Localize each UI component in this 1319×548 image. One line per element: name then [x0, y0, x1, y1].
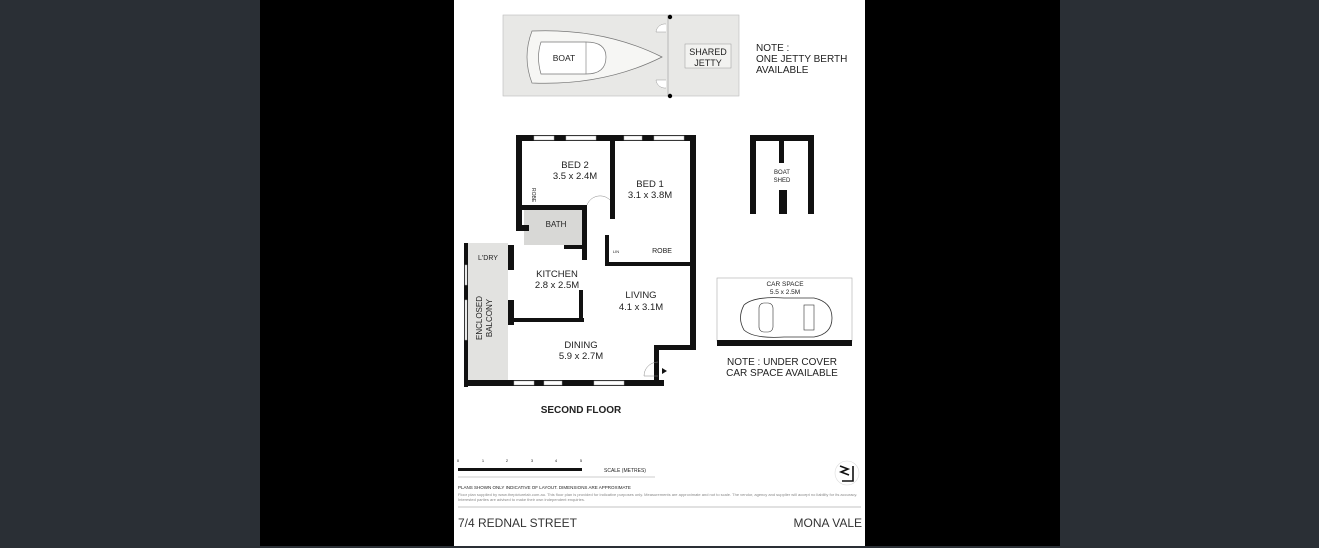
car-space: CAR SPACE 5.5 x 2.5M: [716, 277, 853, 346]
linen-label: LIN: [613, 249, 619, 254]
kitchen-label: KITCHEN: [536, 269, 578, 280]
living-size: 4.1 x 3.1M: [619, 302, 663, 313]
address: 7/4 REDNAL STREET: [458, 516, 577, 530]
disclaimer-title: PLANS SHOWN ONLY INDICATIVE OF LAYOUT. D…: [458, 485, 631, 490]
floor-label: SECOND FLOOR: [541, 405, 622, 416]
dining-size: 5.9 x 2.7M: [559, 351, 603, 362]
scale-tick: 0: [457, 458, 460, 463]
scale-tick: 4: [555, 458, 558, 463]
bed2-label: BED 2: [561, 160, 588, 171]
scale-tick: 5: [580, 458, 583, 463]
jetty-area: BOAT SHARED JETTY: [502, 14, 740, 99]
car-icon: [740, 297, 833, 338]
north-arrow-icon: [834, 460, 860, 486]
car-note-1: NOTE : UNDER COVER: [727, 357, 837, 368]
jetty-note-2: ONE JETTY BERTH: [756, 54, 847, 65]
jetty-note-3: AVAILABLE: [756, 65, 809, 76]
kitchen-size: 2.8 x 2.5M: [535, 280, 579, 291]
boat-shed-label-2: SHED: [774, 178, 791, 184]
bath-label: BATH: [546, 220, 567, 229]
scale-bar: 0 1 2 3 4 5 SCALE (METRES): [457, 458, 655, 478]
floor-plan-drawing: BOAT SHARED JETTY NOTE : ONE JETTY BERTH…: [457, 14, 861, 508]
balcony-label-1: ENCLOSED: [475, 296, 484, 340]
bed1-size: 3.1 x 3.8M: [628, 190, 672, 201]
boat-label: BOAT: [553, 53, 576, 63]
scale-label: SCALE (METRES): [604, 468, 646, 474]
scale-tick: 2: [506, 458, 509, 463]
boat-shed-label-1: BOAT: [774, 170, 790, 176]
shared-jetty-label-2: JETTY: [694, 58, 722, 68]
apartment-plan: BED 2 3.5 x 2.4M BED 1 3.1 x 3.8M BATH R…: [464, 135, 696, 387]
laundry-label: L'DRY: [478, 255, 498, 262]
jetty-note-1: NOTE :: [756, 43, 789, 54]
living-label: LIVING: [625, 290, 656, 301]
robe-bed2-label: ROBE: [530, 188, 536, 203]
car-space-label: CAR SPACE: [766, 281, 804, 288]
shared-jetty-label-1: SHARED: [689, 47, 727, 57]
boat-shed: BOAT SHED: [750, 135, 814, 214]
robe-bed1-label: ROBE: [652, 248, 672, 255]
car-note-2: CAR SPACE AVAILABLE: [726, 368, 838, 379]
scale-tick: 3: [531, 458, 534, 463]
balcony-label-2: BALCONY: [485, 298, 494, 337]
dining-label: DINING: [564, 340, 597, 351]
scale-tick: 1: [482, 458, 485, 463]
bed1-label: BED 1: [636, 179, 663, 190]
car-space-size: 5.5 x 2.5M: [770, 289, 800, 296]
disclaimer-body: Floor plan supplied by www.thepicturelab…: [458, 492, 858, 502]
bed2-size: 3.5 x 2.4M: [553, 171, 597, 182]
floor-plan-image: BOAT SHARED JETTY NOTE : ONE JETTY BERTH…: [454, 0, 865, 546]
suburb: MONA VALE: [793, 516, 862, 530]
